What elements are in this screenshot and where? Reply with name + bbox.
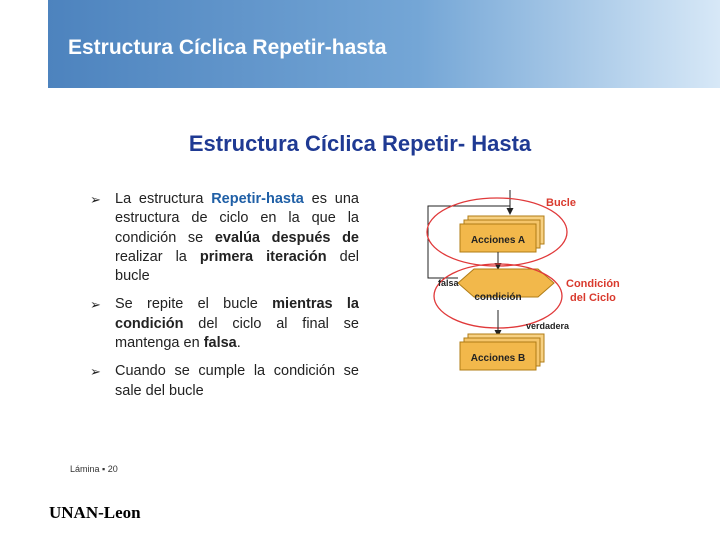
slide-number: Lámina ▪ 20 bbox=[70, 464, 118, 474]
condition-label: condición bbox=[474, 292, 521, 303]
bullet-item: ➢ Cuando se cumple la condición se sale … bbox=[90, 363, 359, 399]
flowchart-diagram: Acciones A Bucle condición Condición del… bbox=[426, 190, 620, 371]
header-banner: Estructura Cíclica Repetir-hasta bbox=[48, 0, 720, 88]
arrow-bullet-icon: ➢ bbox=[90, 192, 101, 207]
condition-cycle-label-1: Condición bbox=[566, 278, 620, 290]
box-a bbox=[459, 223, 537, 253]
footer-logo: UNAN-Leon bbox=[49, 503, 141, 522]
bullet-list: ➢ La estructura Repetir-hasta es una est… bbox=[88, 190, 359, 410]
box-a-label: Acciones A bbox=[471, 235, 525, 246]
loop-back-line bbox=[427, 205, 510, 279]
header-title: Estructura Cíclica Repetir-hasta bbox=[68, 36, 387, 59]
box-b-label: Acciones B bbox=[471, 353, 525, 364]
box-b bbox=[459, 341, 537, 371]
arrow-bullet-icon: ➢ bbox=[90, 364, 101, 380]
condition-shape bbox=[457, 268, 555, 298]
false-label: falsa bbox=[438, 278, 460, 288]
arrow-bullet-icon: ➢ bbox=[90, 297, 101, 313]
bullet-item: ➢ Se repite el bucle mientras la condici… bbox=[90, 296, 359, 352]
condition-cycle-label-2: del Ciclo bbox=[570, 292, 616, 304]
true-label: verdadera bbox=[526, 321, 570, 331]
bullet-item: ➢ La estructura Repetir-hasta es una est… bbox=[90, 191, 359, 285]
loop-label: Bucle bbox=[546, 197, 576, 209]
slide-title: Estructura Cíclica Repetir- Hasta bbox=[188, 131, 532, 156]
